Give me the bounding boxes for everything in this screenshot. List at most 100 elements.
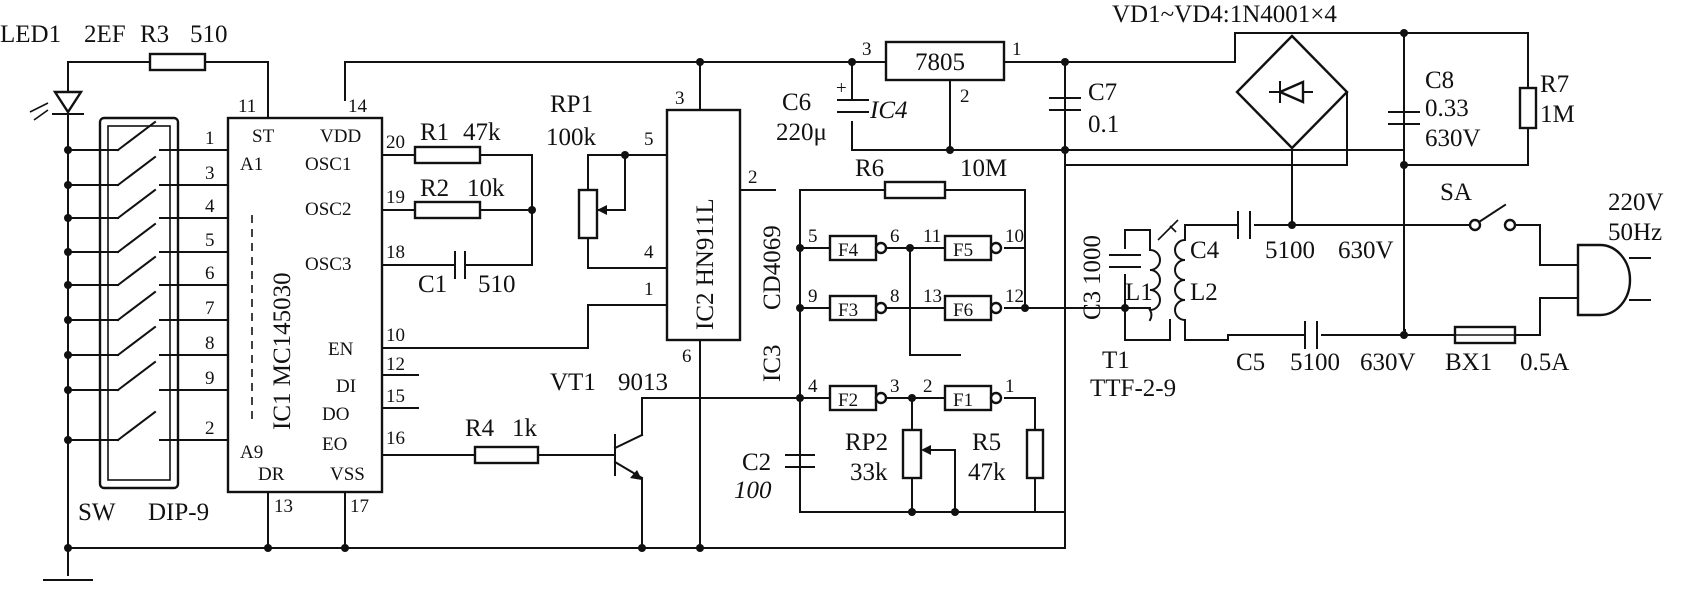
gate-name: F2 [838, 390, 858, 411]
ic2-pin4: 4 [644, 242, 654, 263]
c4-voltage: 630V [1338, 237, 1394, 264]
ic1-label-en: EN [328, 339, 354, 360]
ic4-regulator [884, 40, 1006, 82]
gate-f2: F2 4 3 [808, 376, 900, 412]
ic1-pin-eo: 16 [386, 428, 405, 449]
r2-name: R2 [420, 175, 449, 202]
sw-name: SW [78, 499, 116, 526]
c6-value: 220μ [776, 119, 827, 146]
c6-name: C6 [782, 89, 811, 116]
c1-name: C1 [418, 271, 447, 298]
r3-value: 510 [190, 21, 228, 48]
c6-capacitor [837, 99, 869, 113]
c2-name: C2 [742, 449, 771, 476]
gate-out-pin: 1 [1005, 376, 1015, 397]
c5-value: 5100 [1290, 349, 1340, 376]
t1-coil-l2 [1174, 238, 1187, 322]
c1-value: 510 [478, 271, 516, 298]
junction-dot [64, 248, 72, 256]
r7-resistor [1518, 86, 1538, 130]
ic1-pin-osc3: 18 [386, 242, 405, 263]
ic1-address-pin: 2 [205, 418, 215, 439]
sa-name: SA [1440, 179, 1472, 206]
r5-value: 47k [968, 459, 1006, 486]
ic1-label-eo: EO [322, 434, 347, 455]
ic1-label-vdd: VDD [320, 126, 361, 147]
gate-out-pin: 12 [1005, 286, 1024, 307]
ic1-label-vss: VSS [330, 464, 365, 485]
ic1-address-pin: 5 [205, 230, 215, 251]
bridge-label: VD1~VD4:1N4001×4 [1112, 1, 1337, 28]
mains-freq: 50Hz [1608, 219, 1662, 246]
c8-value: 0.33 [1425, 95, 1469, 122]
gate-name: F6 [953, 300, 973, 321]
ic1-address-pin: 4 [205, 196, 215, 217]
ic1-label-do: DO [322, 404, 349, 425]
r1-value: 47k [463, 119, 501, 146]
ic2-pin1: 1 [644, 279, 654, 300]
ic2-name: IC2 HN911L [692, 198, 719, 330]
ic2-pin5: 5 [644, 129, 654, 150]
gate-in-pin: 4 [808, 376, 818, 397]
junction-dot [64, 436, 72, 444]
ic4-name: IC4 [869, 97, 908, 124]
gate-in-pin: 9 [808, 286, 818, 307]
led-symbol [29, 90, 84, 121]
ic1-label-dr: DR [258, 464, 285, 485]
c5-name: C5 [1236, 349, 1265, 376]
ic1-label-a1: A1 [240, 154, 263, 175]
r6-resistor [883, 180, 947, 200]
c2-capacitor [785, 454, 815, 513]
c7-capacitor [1049, 97, 1081, 111]
c5-capacitor [1304, 321, 1318, 349]
ic1-address-pin: 8 [205, 333, 215, 354]
c8-voltage: 630V [1425, 125, 1481, 152]
ic1-pin-osc1: 20 [386, 132, 405, 153]
r3-resistor [148, 52, 207, 72]
ic1-name: IC1 MC145030 [269, 272, 296, 430]
ic1-label-di: DI [336, 376, 356, 397]
gate-name: F1 [953, 390, 973, 411]
c6-plus: + [836, 78, 847, 99]
gate-in-pin: 13 [923, 286, 942, 307]
rp2-value: 33k [850, 459, 888, 486]
ic1-body [226, 116, 384, 494]
vt1-type: 9013 [618, 369, 668, 396]
vt1-transistor [613, 433, 644, 491]
c2-value: 100 [734, 477, 772, 504]
t1-l1-label: L1 [1125, 279, 1153, 306]
led-name: LED1 [0, 21, 61, 48]
t1-coil-l1 [1148, 248, 1161, 322]
gate-out-pin: 8 [890, 286, 900, 307]
mains-plug [1576, 243, 1632, 317]
sa-switch [1468, 203, 1517, 232]
c3-capacitor [1109, 254, 1141, 268]
r2-resistor [413, 200, 482, 220]
gate-out-pin: 3 [890, 376, 900, 397]
r5-resistor [1025, 428, 1045, 480]
gate-name: F3 [838, 300, 858, 321]
r5-name: R5 [972, 429, 1001, 456]
ic1-address-pin: 1 [205, 128, 215, 149]
t1-type: TTF-2-9 [1090, 375, 1176, 402]
bx1-value: 0.5A [1520, 349, 1569, 376]
gate-name: F4 [838, 240, 859, 261]
ic1-address-pin: 9 [205, 368, 215, 389]
r6-name: R6 [855, 155, 884, 182]
junction-dot [64, 316, 72, 324]
vt1-name: VT1 [550, 369, 596, 396]
rp2-potentiometer [901, 428, 923, 480]
r4-value: 1k [512, 415, 538, 442]
c1-capacitor [454, 251, 486, 279]
junction-dot [64, 351, 72, 359]
r7-name: R7 [1540, 71, 1569, 98]
junction-dot [64, 214, 72, 222]
ic1-label-osc2: OSC2 [305, 199, 351, 220]
ic4-pin-in: 3 [862, 39, 872, 60]
rp1-potentiometer [577, 188, 599, 240]
c8-capacitor [1388, 111, 1420, 125]
